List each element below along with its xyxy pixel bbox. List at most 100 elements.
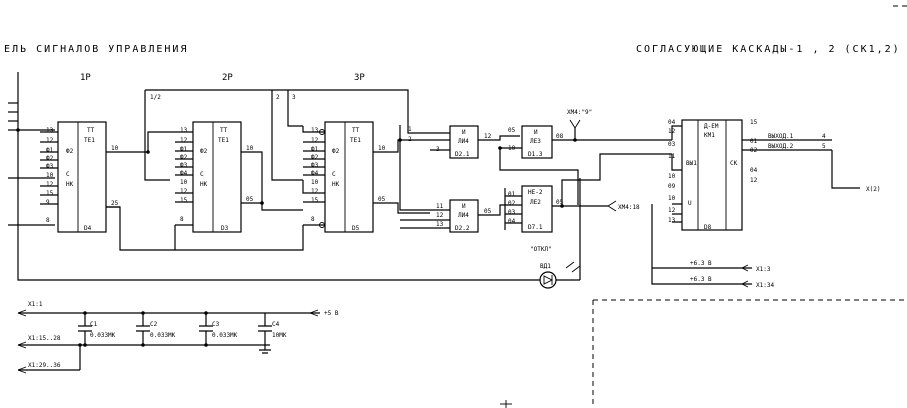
r1-input-stubs: [40, 131, 58, 205]
out-pin-5: 5: [822, 143, 826, 150]
border-dash-bottom: [592, 299, 907, 408]
gate-d2-2-out-pin: 05: [484, 208, 492, 215]
r2-input-stubs: [147, 131, 193, 203]
gate-d2-1-out-pin: 12: [484, 133, 492, 140]
svg-text:ТЕ1: ТЕ1: [84, 137, 95, 144]
junction-dot: [141, 311, 145, 315]
svg-text:С4: С4: [272, 321, 280, 328]
svg-text:03: 03: [508, 209, 516, 216]
title-right: СОГЛАСУЮЩИЕ КАСКАДЫ-1 , 2 (СК1,2): [636, 44, 901, 55]
stage-label-1: 1Р: [80, 73, 91, 83]
svg-text:Ф2: Ф2: [332, 148, 340, 155]
svg-text:ТЕ1: ТЕ1: [350, 137, 361, 144]
svg-text:09: 09: [668, 183, 676, 190]
gate-d2-2-out: [478, 204, 522, 216]
gate-d2-1-out: [478, 135, 520, 141]
svg-text:10: 10: [668, 195, 676, 202]
gate-d2-1: И ЛИ4 D2.1 1 2 3: [408, 125, 479, 159]
svg-text:ЛИ4: ЛИ4: [458, 212, 469, 219]
svg-text:С2: С2: [150, 321, 158, 328]
svg-text:13: 13: [311, 127, 319, 134]
svg-text:ЛЕ2: ЛЕ2: [530, 199, 541, 206]
svg-text:Ф4: Ф4: [180, 170, 188, 177]
svg-text:D2.2: D2.2: [455, 225, 470, 232]
r3-out-nq: [373, 202, 430, 214]
svg-text:1: 1: [408, 126, 412, 133]
svg-text:С: С: [332, 171, 336, 178]
bus-drop-3p: [287, 90, 303, 127]
gate-d2-2-inputs: [430, 209, 450, 229]
svg-text:01: 01: [508, 191, 516, 198]
r3-input-stubs: [302, 126, 325, 226]
junction-dot: [141, 343, 145, 347]
capacitor-c1: С1 0.033МК: [78, 313, 116, 345]
svg-text:12: 12: [46, 137, 54, 144]
svg-text:05: 05: [508, 127, 516, 134]
svg-text:12: 12: [436, 212, 444, 219]
supply-arrows-icon: [741, 264, 749, 288]
svg-text:12: 12: [180, 137, 188, 144]
svg-text:10: 10: [311, 179, 319, 186]
flipflop-2r: ТТ ТЕ1 D3 Ф2 С НК: [192, 121, 242, 233]
svg-text:04: 04: [508, 218, 516, 225]
svg-text:С: С: [66, 171, 70, 178]
r1-to-r3-reset: [106, 206, 304, 251]
svg-text:НК: НК: [66, 181, 74, 188]
led-label: "ОТКЛ": [530, 246, 552, 253]
svg-text:D1.3: D1.3: [528, 151, 543, 158]
r1-out-q-pin: 10: [111, 145, 119, 152]
bus-label-3: 3: [292, 94, 296, 101]
svg-text:ЛИ4: ЛИ4: [458, 138, 469, 145]
capacitor-c4: С4 10МК: [258, 313, 287, 354]
svg-text:04: 04: [750, 167, 758, 174]
svg-text:2: 2: [408, 136, 412, 143]
svg-text:Ф3: Ф3: [46, 163, 54, 170]
svg-text:D3: D3: [221, 225, 229, 232]
svg-text:И: И: [534, 129, 538, 136]
r2-out-nq-pin: 05: [246, 196, 254, 203]
svg-text:D4: D4: [84, 225, 92, 232]
svg-text:0.033МК: 0.033МК: [90, 332, 116, 339]
out2-label: ВЫХОД.2: [768, 143, 794, 150]
ext-label: Х(2): [866, 186, 880, 193]
out-pin-4: 4: [822, 133, 826, 140]
svg-text:12: 12: [311, 188, 319, 195]
svg-text:01: 01: [750, 138, 758, 145]
svg-text:8: 8: [180, 216, 184, 223]
svg-text:04: 04: [668, 119, 676, 126]
d7-to-d8: [561, 153, 672, 206]
left-rail: [17, 72, 580, 281]
r3-to-gate-bus: [399, 125, 430, 229]
junction-dot: [204, 311, 208, 315]
svg-text:ТТ: ТТ: [220, 127, 228, 134]
x1-29-label: Х1:29..36: [28, 362, 61, 369]
svg-text:ТЕ1: ТЕ1: [218, 137, 229, 144]
svg-text:10: 10: [668, 173, 676, 180]
svg-text:02: 02: [508, 200, 516, 207]
svg-text:11: 11: [436, 203, 444, 210]
svg-text:Ф1: Ф1: [46, 147, 54, 154]
gate-d2-1-inputs: [430, 132, 450, 151]
svg-text:Ф2: Ф2: [180, 154, 188, 161]
rail-left-arrows-icon: [17, 309, 27, 374]
d8-inputs: [671, 125, 682, 223]
led-emit-arrows-icon: [565, 261, 581, 273]
bus-drop-2p: [144, 90, 170, 181]
svg-text:Ф3: Ф3: [311, 162, 319, 169]
svg-text:НК: НК: [332, 181, 340, 188]
svg-text:D8: D8: [704, 224, 712, 231]
flipflop-3r: ТТ ТЕ1 D5 Ф2 С НК: [324, 121, 374, 233]
svg-text:13: 13: [436, 221, 444, 228]
supply-v1: +6.3 В: [690, 260, 712, 267]
svg-text:И: И: [462, 203, 466, 210]
title-left: ЕЛЬ СИГНАЛОВ УПРАВЛЕНИЯ: [4, 44, 188, 55]
stage-label-2: 2Р: [222, 73, 233, 83]
x1-1-label: Х1:1: [28, 301, 43, 308]
svg-text:13: 13: [46, 127, 54, 134]
junction-dot: [560, 204, 564, 208]
gate-d7-1-out-pin: 05: [556, 199, 564, 206]
gate-d1-3: И ЛЕ3 D1.3 05 10: [508, 125, 553, 159]
svg-text:D7.1: D7.1: [528, 224, 543, 231]
svg-text:ЛЕ3: ЛЕ3: [530, 138, 541, 145]
bus-drop-3p-b: [271, 90, 303, 181]
